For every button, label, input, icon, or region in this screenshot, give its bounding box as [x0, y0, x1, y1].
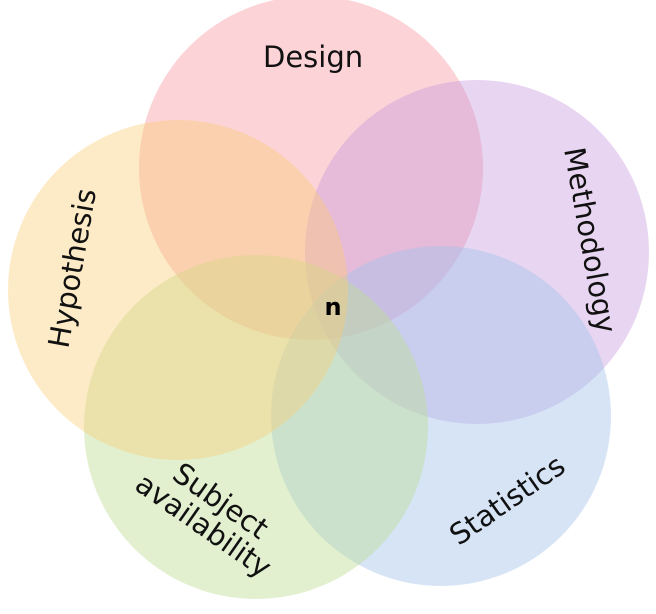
circle-subject-availability — [84, 255, 428, 599]
circle-statistics — [271, 246, 611, 586]
center-label: n — [324, 293, 342, 321]
circle-methodology — [305, 80, 649, 424]
label-design: Design — [263, 40, 364, 74]
circle-hypothesis — [8, 120, 348, 460]
circle-design — [139, 0, 483, 340]
